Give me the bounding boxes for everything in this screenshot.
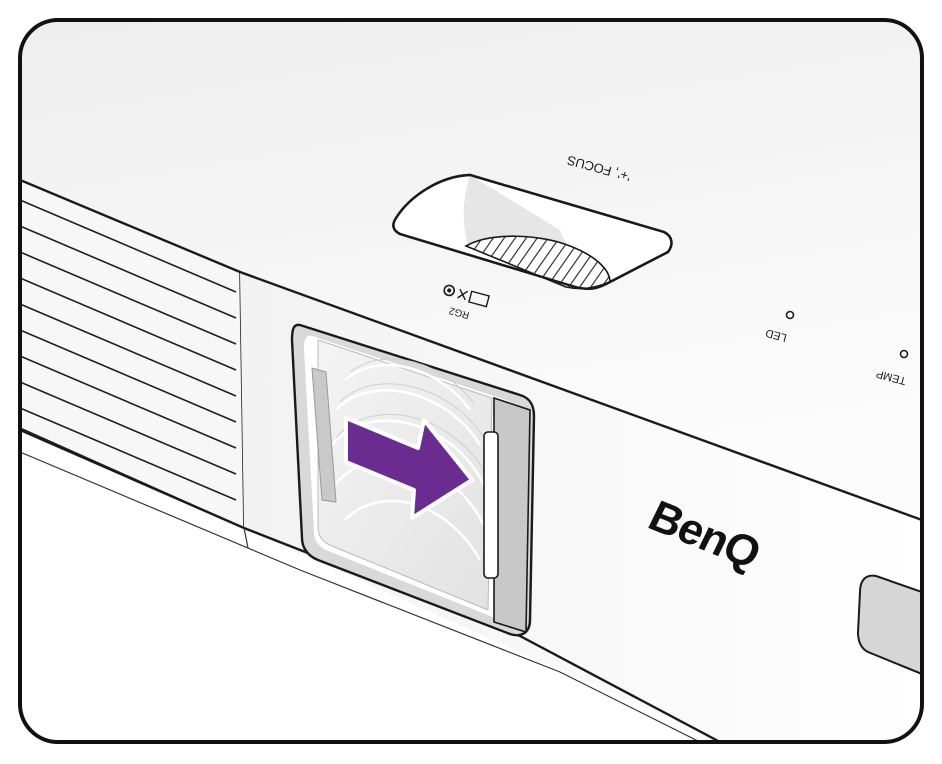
ir-sensor-window xyxy=(856,574,922,676)
slide-right-arrow-icon xyxy=(344,416,474,520)
laser-warning-icon xyxy=(443,284,490,308)
projector-top-surface xyxy=(20,20,922,520)
diagram-frame xyxy=(18,18,924,744)
lens-cover-slide-tab[interactable] xyxy=(483,396,531,634)
temp-indicator xyxy=(899,349,909,359)
led-indicator xyxy=(785,310,795,320)
laser-warning-label: RG2 xyxy=(448,304,471,320)
projector-top-edge xyxy=(20,178,922,522)
led-label: LED xyxy=(764,326,788,343)
lens-cover-left-tab xyxy=(311,367,337,503)
ventilation-slots xyxy=(20,199,237,501)
focus-ring-opening xyxy=(392,173,673,290)
